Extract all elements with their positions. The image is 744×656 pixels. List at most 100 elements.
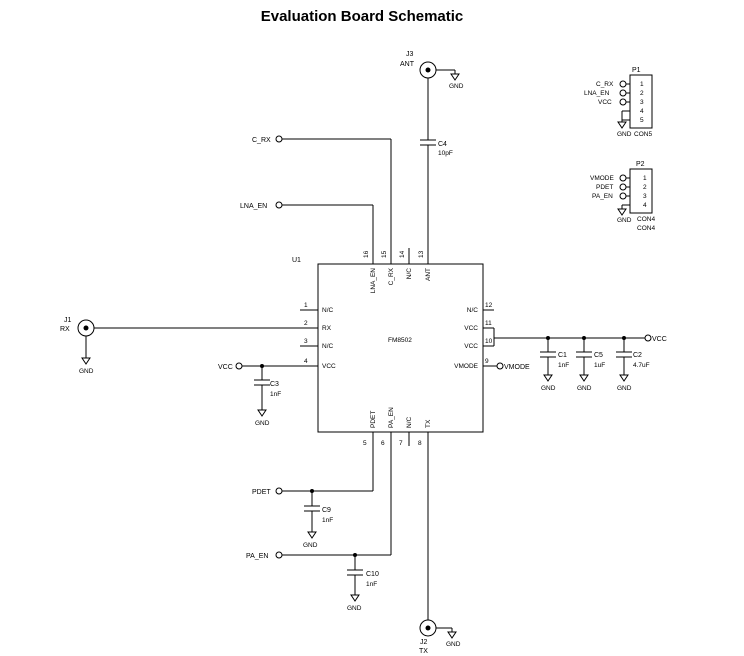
c2-ref: C2 bbox=[633, 352, 642, 359]
c2-value: 4.7uF bbox=[633, 362, 650, 369]
p2-pin: 3 bbox=[643, 193, 647, 200]
capacitor-c3: GND C3 1nF bbox=[254, 366, 281, 427]
p1-pin: 4 bbox=[640, 108, 644, 115]
pin-num: 7 bbox=[399, 440, 403, 447]
j1-name: RX bbox=[60, 326, 70, 333]
capacitor-c1: GND C1 1nF bbox=[540, 338, 569, 392]
net-label-vmode: VMODE bbox=[504, 364, 530, 371]
gnd-label: GND bbox=[347, 605, 362, 612]
p1-pin: 2 bbox=[640, 90, 644, 97]
p2-net: VMODE bbox=[590, 175, 615, 182]
pin-num: 5 bbox=[363, 440, 367, 447]
p2-net: PA_EN bbox=[592, 193, 613, 200]
net-label-lna-en: LNA_EN bbox=[240, 203, 267, 210]
capacitor-c4: C4 10pF bbox=[420, 78, 453, 248]
p2-ref: P2 bbox=[636, 161, 645, 168]
c3-ref: C3 bbox=[270, 381, 279, 388]
pin-name: ANT bbox=[425, 268, 432, 281]
pin-num: 3 bbox=[304, 338, 308, 345]
header-p1: P1 1 2 3 4 5 C_RX LNA_EN VCC GND CON5 bbox=[584, 67, 653, 138]
pin-num: 8 bbox=[418, 440, 422, 447]
j2-name: TX bbox=[419, 648, 428, 655]
net-vcc-left: VCC bbox=[218, 362, 300, 371]
j3-ref: J3 bbox=[406, 51, 414, 58]
pin-num: 1 bbox=[304, 302, 308, 309]
c9-ref: C9 bbox=[322, 507, 331, 514]
pin-name: PA_EN bbox=[388, 407, 395, 428]
header-p2: P2 1 2 3 4 VMODE PDET PA_EN GND CON4 CON… bbox=[590, 161, 655, 232]
pin-name: N/C bbox=[406, 417, 413, 429]
c10-ref: C10 bbox=[366, 571, 379, 578]
net-lna-en: LNA_EN bbox=[240, 201, 374, 248]
pin-name: VMODE bbox=[454, 363, 479, 370]
capacitor-c5: GND C5 1uF bbox=[576, 338, 605, 392]
pin-num: 10 bbox=[485, 338, 493, 345]
j1-ref: J1 bbox=[64, 317, 72, 324]
p1-net: LNA_EN bbox=[584, 90, 610, 97]
pin-num: 4 bbox=[304, 358, 308, 365]
c9-value: 1nF bbox=[322, 517, 333, 524]
net-c-rx: C_RX bbox=[252, 135, 392, 248]
gnd-label: GND bbox=[617, 131, 632, 138]
net-pa-en: PA_EN bbox=[246, 446, 392, 560]
gnd-label: GND bbox=[617, 217, 632, 224]
j2-ref: J2 bbox=[420, 639, 428, 646]
ic-ref: U1 bbox=[292, 257, 301, 264]
ic-pins-bottom: 5 6 7 8 PDET PA_EN N/C TX bbox=[363, 407, 432, 447]
pin-name: VCC bbox=[464, 343, 478, 350]
c4-value: 10pF bbox=[438, 150, 453, 157]
pin-name: C_RX bbox=[388, 267, 395, 285]
pin-num: 9 bbox=[485, 358, 489, 365]
p1-net: VCC bbox=[598, 99, 612, 106]
gnd-label: GND bbox=[617, 385, 632, 392]
net-vmode: VMODE bbox=[494, 362, 530, 371]
p2-part: CON4 bbox=[637, 216, 655, 223]
pin-name: N/C bbox=[322, 343, 334, 350]
connector-j2: GND J2 TX bbox=[419, 446, 461, 655]
net-label-pdet: PDET bbox=[252, 489, 271, 496]
ic-pins-left: 1 2 3 4 N/C RX N/C VCC bbox=[300, 302, 336, 370]
pin-name: VCC bbox=[464, 325, 478, 332]
pin-name: RX bbox=[322, 325, 332, 332]
p1-part: CON5 bbox=[634, 131, 652, 138]
c1-value: 1nF bbox=[558, 362, 569, 369]
gnd-label: GND bbox=[79, 368, 94, 375]
capacitor-c2: GND C2 4.7uF bbox=[616, 338, 650, 392]
c5-value: 1uF bbox=[594, 362, 605, 369]
p2-pin: 2 bbox=[643, 184, 647, 191]
capacitor-c10: GND C10 1nF bbox=[347, 555, 379, 612]
p1-pin: 5 bbox=[640, 117, 644, 124]
pin-num: 15 bbox=[381, 250, 388, 258]
pin-num: 11 bbox=[485, 320, 492, 327]
p1-ref: P1 bbox=[632, 67, 641, 74]
pin-name: N/C bbox=[406, 268, 413, 280]
p1-pin: 1 bbox=[640, 81, 644, 88]
gnd-label: GND bbox=[303, 542, 318, 549]
p2-part-2: CON4 bbox=[637, 225, 655, 232]
connector-j3: GND J3 ANT bbox=[400, 51, 464, 90]
pin-num: 14 bbox=[399, 250, 406, 258]
ic-pins-top: 16 15 14 13 LNA_EN C_RX N/C ANT bbox=[363, 248, 432, 293]
gnd-label: GND bbox=[449, 83, 464, 90]
gnd-label: GND bbox=[255, 420, 270, 427]
c5-ref: C5 bbox=[594, 352, 603, 359]
net-vcc-right: VCC bbox=[493, 328, 667, 346]
p2-pin: 4 bbox=[643, 202, 647, 209]
p1-net: C_RX bbox=[596, 81, 614, 88]
ic-pins-right: 12 11 10 9 N/C VCC VCC VMODE bbox=[454, 302, 494, 370]
c10-value: 1nF bbox=[366, 581, 377, 588]
pin-name: N/C bbox=[322, 307, 334, 314]
pin-name: TX bbox=[425, 419, 432, 428]
connector-j1: GND J1 RX bbox=[60, 317, 300, 375]
pin-name: VCC bbox=[322, 363, 336, 370]
gnd-label: GND bbox=[577, 385, 592, 392]
gnd-label: GND bbox=[541, 385, 556, 392]
net-label-c-rx: C_RX bbox=[252, 137, 271, 144]
c1-ref: C1 bbox=[558, 352, 567, 359]
net-label-vcc-left: VCC bbox=[218, 364, 233, 371]
j3-name: ANT bbox=[400, 61, 415, 68]
p1-pin: 3 bbox=[640, 99, 644, 106]
pin-num: 13 bbox=[418, 250, 425, 258]
pin-num: 16 bbox=[363, 250, 370, 258]
c3-value: 1nF bbox=[270, 391, 281, 398]
